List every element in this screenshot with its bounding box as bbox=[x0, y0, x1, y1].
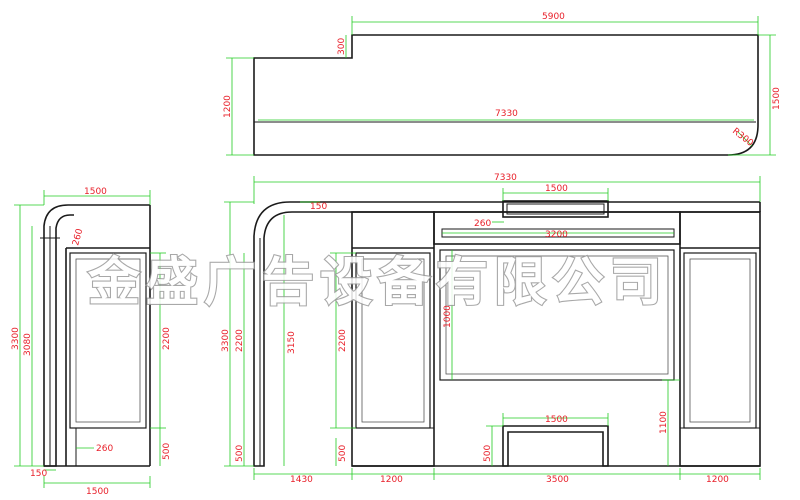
front-view-bench bbox=[502, 425, 609, 467]
dim-front-3200: 3200 bbox=[545, 230, 568, 240]
dim-side-260-bottom: 260 bbox=[96, 444, 113, 454]
dim-front-1200-left: 1200 bbox=[380, 475, 403, 485]
dim-front-1500-sign: 1500 bbox=[545, 184, 568, 194]
dim-front-2200-cabinet: 2200 bbox=[338, 329, 348, 352]
dim-side-1500-bottom: 1500 bbox=[86, 487, 109, 497]
dim-side-1500-top: 1500 bbox=[84, 187, 107, 197]
dim-side-2200: 2200 bbox=[162, 327, 172, 350]
top-view: 5900 300 1200 1500 7330 R300 bbox=[223, 12, 782, 156]
dim-top-5900: 5900 bbox=[542, 12, 565, 22]
dim-front-260: 260 bbox=[474, 219, 491, 229]
front-view-center-panel bbox=[439, 249, 675, 381]
side-view: 1500 260 3300 3080 2200 500 260 150 1500 bbox=[11, 187, 172, 497]
dim-side-3300: 3300 bbox=[11, 327, 21, 350]
dim-front-3300: 3300 bbox=[221, 329, 231, 352]
side-view-panel bbox=[69, 252, 147, 429]
dim-front-1100: 1100 bbox=[659, 411, 669, 434]
front-view-left-panel bbox=[355, 252, 431, 429]
front-view-sign-box bbox=[502, 200, 609, 218]
dim-front-3500: 3500 bbox=[546, 475, 569, 485]
top-view-outline bbox=[253, 34, 759, 156]
dim-front-500-bench: 500 bbox=[483, 445, 493, 462]
dim-front-7330: 7330 bbox=[494, 173, 517, 183]
front-view-top-slab bbox=[253, 201, 760, 467]
dim-front-1500-bench: 1500 bbox=[545, 415, 568, 425]
dim-top-7330: 7330 bbox=[495, 109, 518, 119]
dim-top-1500: 1500 bbox=[772, 87, 782, 110]
dim-front-500-left: 500 bbox=[235, 445, 245, 462]
dim-side-3080: 3080 bbox=[23, 333, 33, 356]
dim-front-1000: 1000 bbox=[443, 305, 453, 328]
dim-front-3150: 3150 bbox=[287, 331, 297, 354]
dim-side-500: 500 bbox=[162, 443, 172, 460]
front-view: 7330 1500 150 260 3200 3300 2200 500 315… bbox=[221, 173, 761, 485]
dim-front-1430: 1430 bbox=[290, 475, 313, 485]
front-view-right-panel bbox=[683, 252, 757, 429]
dim-front-150: 150 bbox=[310, 202, 327, 212]
dim-top-300: 300 bbox=[337, 38, 347, 55]
dim-side-150: 150 bbox=[30, 469, 47, 479]
dim-front-1200-right: 1200 bbox=[706, 475, 729, 485]
dim-top-1200: 1200 bbox=[223, 95, 233, 118]
dim-front-500-cabinet: 500 bbox=[338, 445, 348, 462]
dim-front-2200-left: 2200 bbox=[235, 329, 245, 352]
dim-side-260-top: 260 bbox=[71, 227, 85, 246]
company-watermark: 金盛广告设备有限公司 bbox=[87, 253, 668, 313]
